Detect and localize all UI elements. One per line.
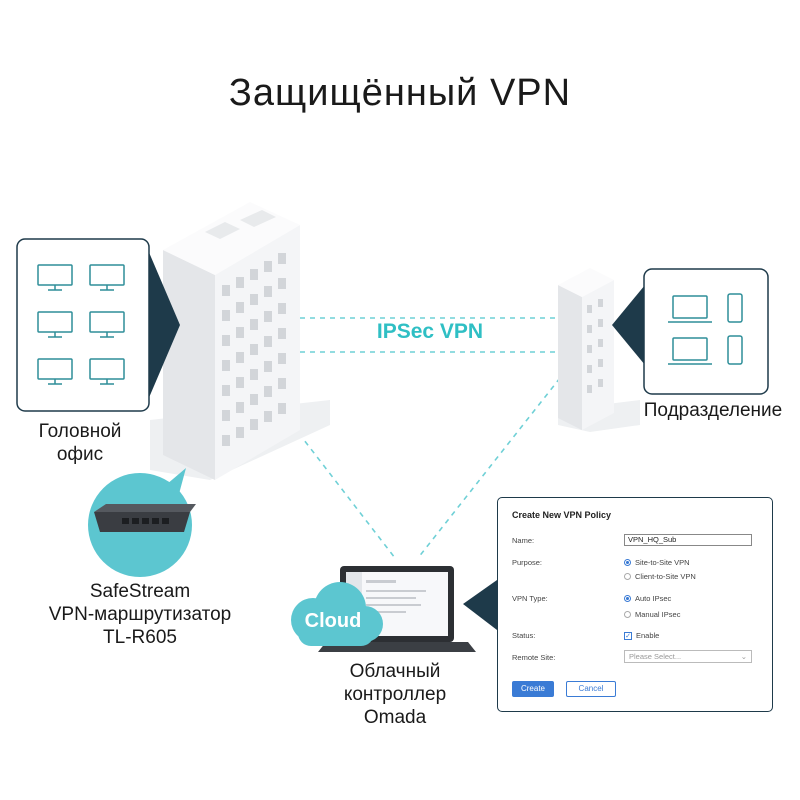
status-enable-checkbox[interactable]: ✓ Enable xyxy=(624,631,659,640)
hq-devices-panel xyxy=(16,238,180,412)
chevron-down-icon: ⌄ xyxy=(740,652,747,661)
name-label: Name: xyxy=(512,536,535,545)
remote-site-label: Remote Site: xyxy=(512,653,556,662)
cancel-button[interactable]: Cancel xyxy=(566,681,616,697)
headquarters-label-line1: Головной xyxy=(38,421,122,442)
status-enable-label: Enable xyxy=(636,631,660,640)
purpose-option-site-to-site[interactable]: Site-to-Site VPN xyxy=(624,558,690,567)
controller-label-line3: Omada xyxy=(363,707,427,728)
purpose-option-label: Site-to-Site VPN xyxy=(635,558,690,567)
router-label-line3: TL-R605 xyxy=(103,627,177,648)
branch-cloud-link xyxy=(417,377,561,559)
cloud-label: Cloud xyxy=(304,610,362,632)
headquarters-building xyxy=(150,202,330,480)
vpn-type-option-label: Manual IPsec xyxy=(635,610,681,619)
desktop-monitor-icons xyxy=(37,264,125,385)
remote-site-select[interactable]: Please Select... ⌄ xyxy=(624,650,752,663)
checkbox-checked-icon: ✓ xyxy=(624,631,632,640)
radio-unselected-icon xyxy=(624,573,631,580)
cloud-icon xyxy=(291,582,383,646)
laptop-phone-icons xyxy=(668,293,743,365)
panel-pointer xyxy=(463,580,497,630)
vpn-policy-title: Create New VPN Policy xyxy=(512,510,612,520)
vpn-policy-panel: Create New VPN Policy Name: VPN_HQ_Sub P… xyxy=(497,497,773,712)
diagram-title: Защищённый VPN xyxy=(228,72,572,114)
router-bubble xyxy=(88,468,196,577)
branch-building xyxy=(558,268,640,432)
controller-label: Облачный контроллер Omada xyxy=(320,660,470,729)
branch-label: Подразделение xyxy=(643,400,783,421)
ipsec-vpn-label: IPSec VPN xyxy=(360,320,500,344)
purpose-option-client-to-site[interactable]: Client-to-Site VPN xyxy=(624,572,696,581)
router-label: SafeStream VPN-маршрутизатор TL-R605 xyxy=(20,580,260,649)
radio-selected-icon xyxy=(624,559,631,566)
create-button[interactable]: Create xyxy=(512,681,554,697)
remote-site-placeholder: Please Select... xyxy=(629,652,682,661)
status-label: Status: xyxy=(512,631,536,640)
name-input[interactable]: VPN_HQ_Sub xyxy=(624,534,752,546)
purpose-label: Purpose: xyxy=(512,558,543,567)
radio-selected-icon xyxy=(624,595,631,602)
headquarters-label: Головной офис xyxy=(18,420,142,466)
controller-label-line1: Облачный xyxy=(349,661,441,682)
router-label-line1: SafeStream xyxy=(89,581,191,602)
radio-unselected-icon xyxy=(624,611,631,618)
vpn-type-option-manual[interactable]: Manual IPsec xyxy=(624,610,680,619)
controller-label-line2: контроллер xyxy=(343,684,447,705)
branch-devices-panel xyxy=(612,268,769,395)
router-label-line2: VPN-маршрутизатор xyxy=(48,604,232,625)
headquarters-label-line2: офис xyxy=(56,444,104,465)
purpose-option-label: Client-to-Site VPN xyxy=(635,572,696,581)
vpn-type-option-auto[interactable]: Auto IPsec xyxy=(624,594,671,603)
vpn-type-option-label: Auto IPsec xyxy=(635,594,672,603)
vpn-type-label: VPN Type: xyxy=(512,594,548,603)
